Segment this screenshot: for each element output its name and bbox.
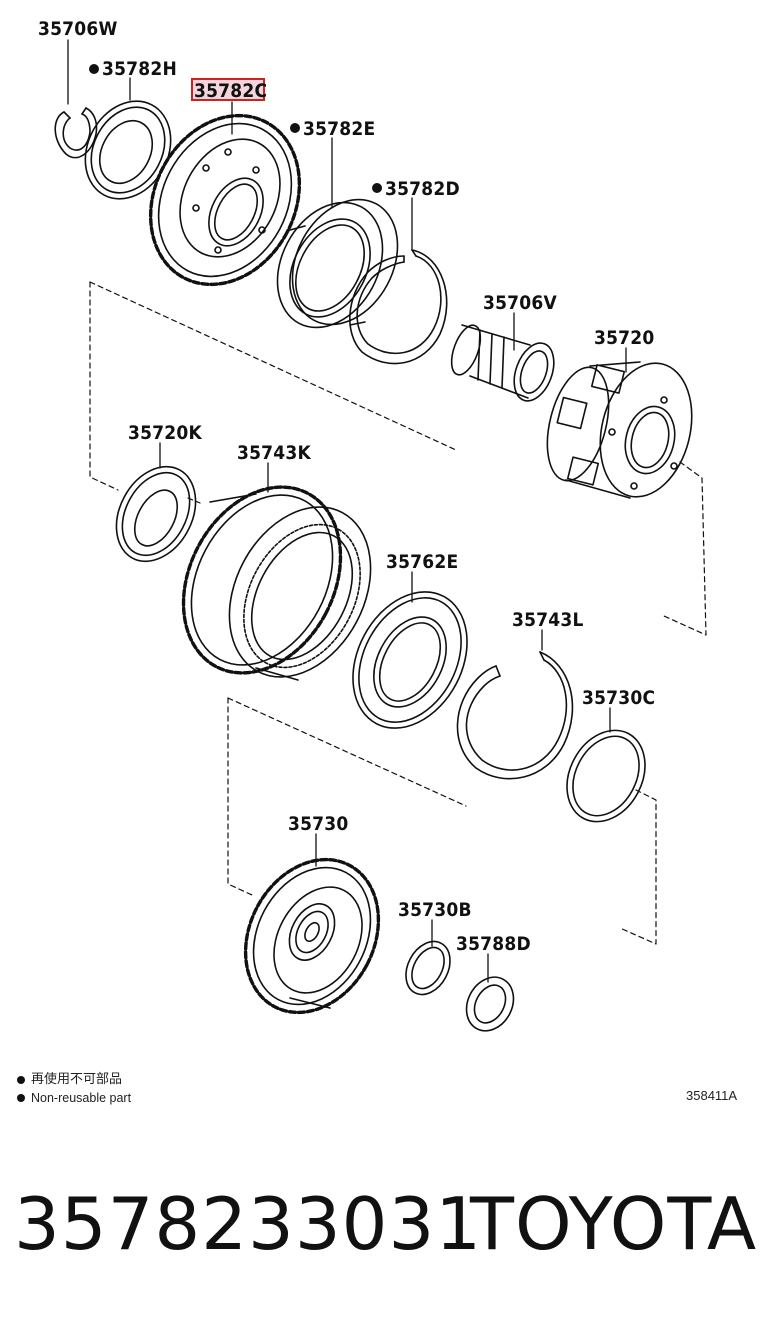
parts-diagram: 35706W 35782H 35782C 35782E 35782D 35706… (38, 18, 707, 1032)
part-35782C-gear (148, 113, 302, 287)
label-35706W: 35706W (38, 18, 118, 40)
part-35730-gear (243, 857, 381, 1015)
label-35782E: 35782E (303, 118, 375, 140)
label-35762E: 35762E (386, 551, 458, 573)
label-35730B: 35730B (398, 899, 472, 921)
legend-row-en: Non-reusable part (17, 1089, 131, 1107)
label-35730C: 35730C (582, 687, 655, 709)
legend: 再使用不可部品 Non-reusable part (17, 1071, 131, 1107)
drawing-code: 358411A (686, 1088, 738, 1103)
part-35730C-washer (566, 729, 646, 823)
legend-text-en: Non-reusable part (31, 1091, 132, 1105)
part-35762E-bearing (352, 591, 468, 729)
part-35782E-bearing (276, 198, 399, 329)
part-35743K-ring-gear (181, 485, 372, 681)
part-35743L-snap-ring (456, 651, 574, 780)
highlight-box-35782C (191, 78, 265, 101)
footer-brand: TOYOTA (470, 1182, 758, 1266)
leader-lines (67, 39, 627, 983)
bullet-35782D (372, 183, 382, 193)
legend-bullet-icon (17, 1094, 25, 1102)
bullet-35782H (89, 64, 99, 74)
part-35706W-snap-ring (54, 107, 98, 159)
part-35730B-bushing (405, 940, 451, 996)
label-35743L: 35743L (512, 609, 584, 631)
label-35788D: 35788D (456, 933, 531, 955)
part-35788D-washer (465, 976, 515, 1032)
part-35782H-washer (84, 100, 172, 200)
label-35782C[interactable]: 35782C (194, 80, 267, 102)
legend-row-ja: 再使用不可部品 (17, 1071, 131, 1089)
label-35782D: 35782D (385, 178, 460, 200)
label-35743K: 35743K (237, 442, 311, 464)
part-35782D-snap-ring (349, 249, 448, 365)
bullet-35782E (290, 123, 300, 133)
dashed-group-lower (227, 697, 657, 945)
label-35782H: 35782H (102, 58, 177, 80)
label-35730: 35730 (288, 813, 348, 835)
legend-text-ja: 再使用不可部品 (31, 1072, 123, 1087)
part-35706V-sleeve (450, 324, 555, 402)
part-35720K-washer (115, 465, 197, 563)
label-35706V: 35706V (483, 292, 557, 314)
part-35720-carrier (546, 361, 693, 499)
label-35720K: 35720K (128, 422, 202, 444)
legend-bullet-icon (17, 1076, 25, 1084)
label-35720: 35720 (594, 327, 654, 349)
footer-part-number: 3578233031 (14, 1182, 483, 1266)
